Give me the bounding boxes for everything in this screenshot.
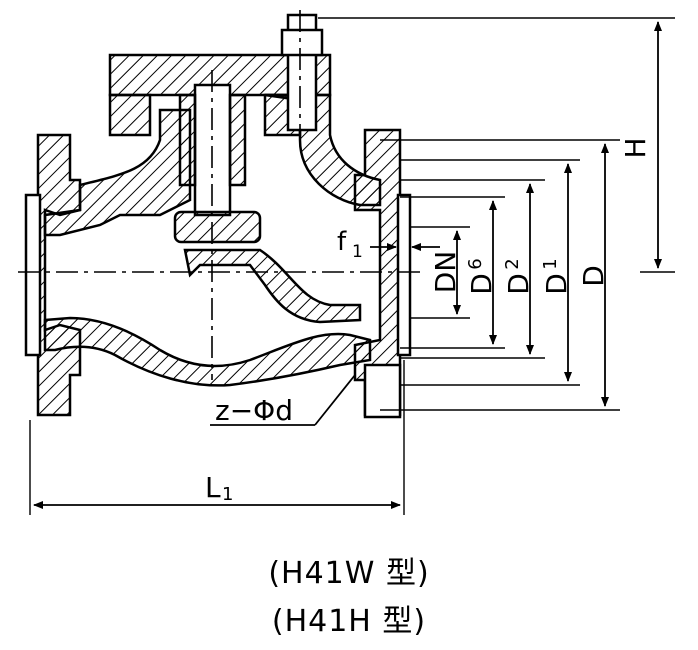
label-f1: f [337, 227, 347, 257]
extension-lines [29, 17, 675, 515]
label-D6-sub: 6 [465, 258, 486, 269]
label-f1-sub: 1 [352, 242, 363, 262]
dimension-arrows [33, 21, 662, 509]
label-D6: D [465, 273, 498, 295]
bonnet-bolt-nut [280, 28, 324, 57]
label-DN: DN [429, 251, 462, 294]
label-D: D [577, 265, 610, 287]
bonnet-neck [108, 93, 152, 137]
label-D2: D [502, 273, 535, 295]
label-H: H [619, 137, 652, 158]
body-seat-wall [183, 248, 362, 324]
left-flange-face [24, 193, 42, 357]
stem-packing-right [228, 93, 247, 187]
bonnet [108, 53, 332, 97]
label-D1-sub: 1 [540, 258, 561, 269]
valve-body [24, 13, 412, 419]
body-lower-wall [43, 316, 372, 387]
caption-h41h: (H41H 型) [271, 604, 427, 639]
caption-h41w: (H41W 型) [268, 556, 430, 591]
centerlines [18, 10, 420, 380]
label-D2-sub: 2 [502, 258, 523, 269]
leader-z-phi-d [314, 374, 356, 426]
label-L1-sub: 1 [222, 484, 233, 505]
right-flange-face [396, 193, 412, 357]
label-L1: L [205, 471, 221, 504]
disc [173, 210, 262, 244]
stem-packing [178, 93, 197, 187]
label-z-phi-d: z−Φd [215, 394, 293, 427]
label-D1: D [540, 273, 573, 295]
left-flange [36, 133, 82, 417]
dimension-labels: H D D 1 D 2 D 6 DN f 1 z−Φd L 1 [205, 137, 652, 505]
body-upper-wall [43, 108, 192, 237]
flange-bolt [363, 363, 402, 419]
